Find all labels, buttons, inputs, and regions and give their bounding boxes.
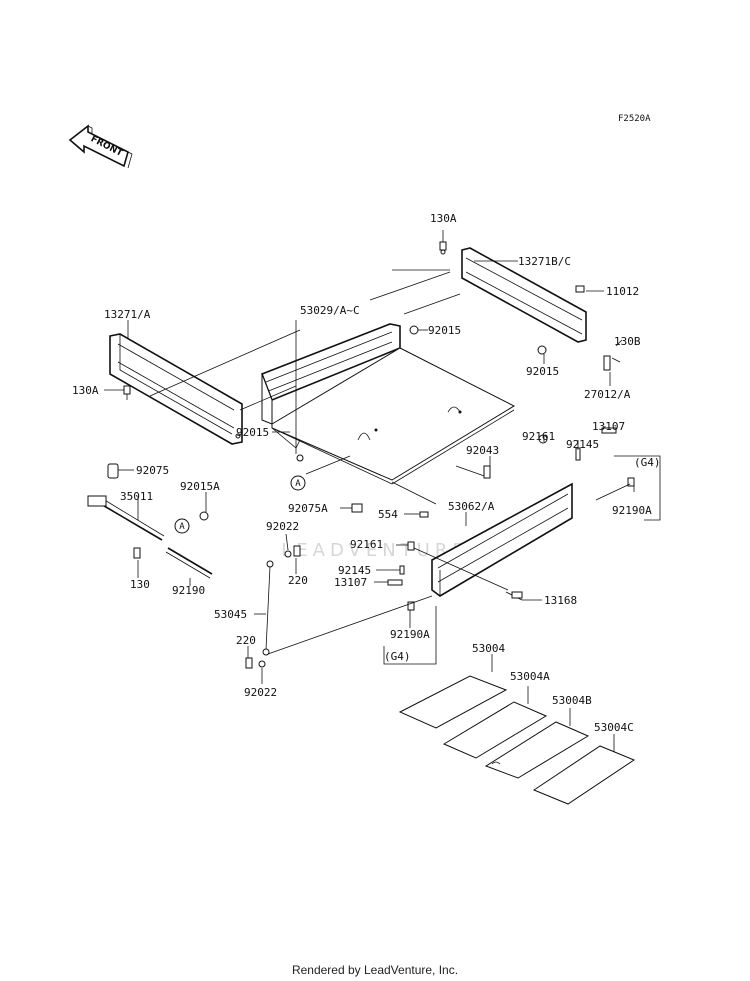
callout-92022-bottom: 92022 [244, 686, 277, 699]
svg-text:A: A [295, 479, 301, 489]
mat-53004A [442, 701, 548, 759]
callout-130B: 130B [614, 335, 641, 348]
callout-35011: 35011 [120, 490, 153, 503]
bolt-130 [133, 547, 141, 559]
leader-lines [104, 230, 635, 752]
callout-92075: 92075 [136, 464, 169, 477]
g4-box-bottom [383, 606, 437, 665]
bolt-130A-left [123, 385, 131, 400]
callout-92022-top: 92022 [266, 520, 299, 533]
g4-box-right [614, 455, 661, 521]
callout-220-bottom: 220 [236, 634, 256, 647]
watermark-text: LEADVENTURE [281, 540, 468, 561]
rod-35011 [87, 495, 165, 541]
callout-92145-a: 92145 [566, 438, 599, 451]
callout-92015A: 92015A [180, 480, 220, 493]
callout-g4-right: (G4) [634, 456, 661, 469]
callout-92161-a: 92161 [522, 430, 555, 443]
callout-13107-b: 13107 [334, 576, 367, 589]
ref-mark-a-1: A [290, 475, 306, 491]
callout-130: 130 [130, 578, 150, 591]
latch-27012 [603, 355, 621, 371]
callout-92190A-bottom: 92190A [390, 628, 430, 641]
nut-92015A [199, 511, 209, 521]
callout-53045: 53045 [214, 608, 247, 621]
nut-92015-top [409, 325, 547, 355]
right-side-panel [461, 247, 587, 343]
front-arrow-icon: FRONT [68, 124, 133, 169]
callout-92015-a: 92015 [428, 324, 461, 337]
pin-554 [419, 511, 429, 518]
bolt-92043 [455, 465, 491, 479]
callout-554: 554 [378, 508, 398, 521]
callout-220-top: 220 [288, 574, 308, 587]
bolt-130A-top [439, 241, 447, 255]
callout-11012: 11012 [606, 285, 639, 298]
diagram-code: F2520A [618, 114, 651, 124]
callout-92145-b: 92145 [338, 564, 371, 577]
callout-92043: 92043 [466, 444, 499, 457]
callout-92075A: 92075A [288, 502, 328, 515]
callout-92190: 92190 [172, 584, 205, 597]
callout-53004C: 53004C [594, 721, 634, 734]
callout-53062-A: 53062/A [448, 500, 495, 513]
mat-53004C [532, 745, 636, 805]
pipe-92190 [165, 547, 213, 579]
callout-13271B-C: 13271B/C [518, 255, 571, 268]
cargo-bed [260, 323, 516, 485]
callout-13107-a: 13107 [592, 420, 625, 433]
callout-g4-bottom: (G4) [384, 650, 411, 663]
cap-92075 [107, 463, 119, 479]
callout-92015-c: 92015 [236, 426, 269, 439]
mat-53004B [484, 721, 590, 779]
footer-credit: Rendered by LeadVenture, Inc. [291, 963, 459, 977]
callout-53004B: 53004B [552, 694, 592, 707]
callout-130A-left: 130A [72, 384, 99, 397]
callout-92015-b: 92015 [526, 365, 559, 378]
callout-53004A: 53004A [510, 670, 550, 683]
callout-53029-A-C: 53029/A~C [300, 304, 360, 317]
callout-13271-A: 13271/A [104, 308, 151, 321]
tailgate [431, 482, 573, 597]
callout-92190A-right: 92190A [612, 504, 652, 517]
callout-53004: 53004 [472, 642, 505, 655]
cable-53045 [245, 545, 301, 669]
callout-13168: 13168 [544, 594, 577, 607]
left-side-panel [109, 333, 243, 445]
mat-53004 [398, 675, 508, 729]
svg-text:A: A [179, 522, 185, 532]
callout-130A-top: 130A [430, 212, 457, 225]
callout-92161-b: 92161 [350, 538, 383, 551]
ref-mark-a-2: A [174, 518, 190, 534]
callout-labels: 130A 13271B/C 11012 13271/A 53029/A~C 92… [72, 212, 661, 734]
callout-27012-A: 27012/A [584, 388, 631, 401]
block-92075A [351, 503, 363, 513]
